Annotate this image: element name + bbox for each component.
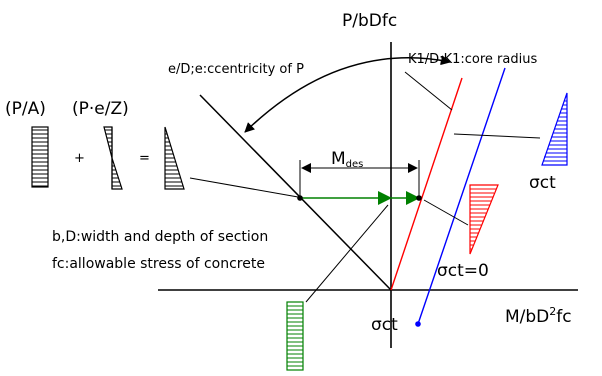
bending-term-label: (P·e/Z) (72, 99, 129, 119)
x-axis-label-sup: 2 (549, 305, 556, 318)
x-axis-label-suffix: fc (556, 307, 571, 327)
green-stress-diagram (286, 301, 304, 371)
sigma-ct-bottom-label: σct (371, 315, 398, 335)
core-radius-label: K1/D;K1:core radius (408, 52, 537, 67)
green-diagram-leader (305, 204, 389, 303)
green-start-point (297, 195, 303, 201)
x-axis-label: M/bD2fc (505, 305, 572, 327)
red-stress-diagram (469, 184, 499, 255)
eccentricity-arc (244, 55, 451, 133)
green-end-point (416, 195, 422, 201)
x-axis-label-prefix: M/bD (505, 307, 549, 327)
blue-diagram-leader (453, 133, 541, 139)
green-arrowhead-1 (378, 191, 392, 205)
green-arrowhead-2 (406, 191, 420, 205)
eccentricity-label: e/D;e:ccentricity of P (168, 62, 304, 77)
red-diagram-leader (423, 199, 469, 226)
axial-term-label: (P/A) (5, 99, 46, 119)
bending-stress-diagram (103, 126, 123, 190)
mdes-label: Mdes (331, 149, 363, 170)
blue-endpoint (415, 321, 421, 327)
mdes-main: M (331, 149, 346, 169)
blue-limit-line (417, 67, 506, 325)
y-axis-label: P/bDfc (342, 11, 397, 31)
axial-stress-diagram (31, 126, 49, 188)
mdes-sub: des (346, 159, 364, 170)
section-dims-label: b,D:width and depth of section (52, 229, 268, 245)
sum-diagram-leader (189, 177, 299, 198)
core-radius-leader (404, 71, 453, 111)
combined-stress-diagram (164, 126, 185, 190)
eccentricity-line (199, 94, 392, 291)
equals-sign: = (139, 151, 150, 166)
sigma-ct-zero-label: σct=0 (437, 261, 489, 281)
sigma-ct-top-label: σct (529, 173, 556, 193)
allowable-stress-label: fc:allowable stress of concrete (52, 256, 265, 272)
plus-sign: + (74, 151, 85, 166)
blue-stress-diagram (541, 92, 568, 166)
